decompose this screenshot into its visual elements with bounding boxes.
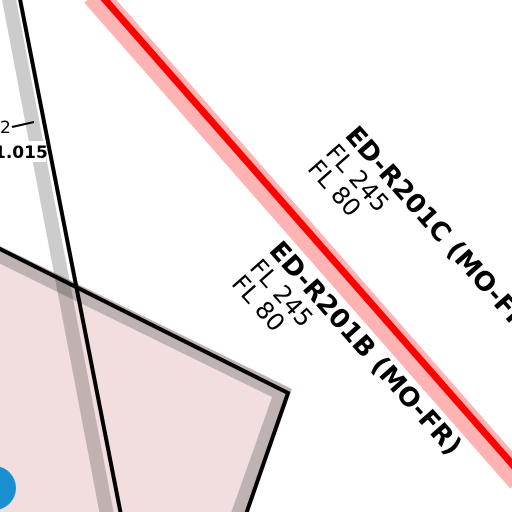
boundary-line (18, 0, 123, 512)
airspace-name: ED-R201B (MO-FR) (263, 236, 467, 462)
map-marker-icon[interactable] (0, 466, 16, 510)
edge-label-top: 2 (0, 118, 11, 138)
edge-label-bottom: 1.015 (0, 143, 48, 163)
edge-label-leader (11, 121, 35, 128)
gray-band (2, 0, 114, 512)
restricted-area-boundary (100, 0, 512, 470)
restricted-area-halo (84, 0, 512, 489)
zone-polygon (0, 246, 291, 512)
zone-polygon-halo (0, 245, 292, 512)
edge-label-background (0, 141, 46, 162)
